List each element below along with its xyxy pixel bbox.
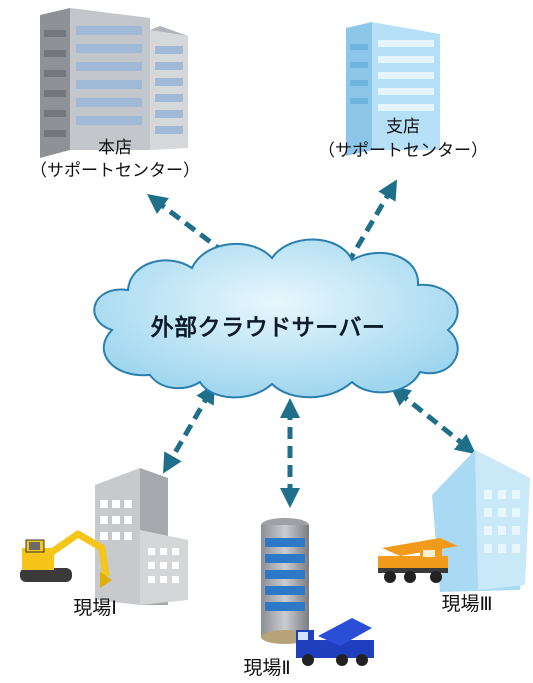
arrow-cloud-site1 [163,383,215,474]
site3-label: 現場Ⅲ [441,593,493,615]
cloud-server-label: 外部クラウドサーバー [150,315,386,341]
headquarters-building-icon [40,8,188,158]
headquarters-subtitle: （サポートセンター） [30,161,200,181]
site1-label: 現場Ⅰ [73,597,117,619]
site2-tower-icon [261,518,309,644]
orange-crane-truck-icon [378,538,458,583]
branch-building-icon [346,22,440,156]
site3-building-icon [432,450,530,592]
site2-label: 現場Ⅱ [243,657,291,679]
headquarters-name: 本店 [98,138,132,158]
cloud-icon [93,238,459,399]
arrow-branch-cloud [339,179,398,277]
branch-subtitle: （サポートセンター） [318,141,488,161]
site1-buildings-icon [95,468,188,605]
arrow-cloud-site3 [390,385,476,455]
excavator-icon [20,530,112,588]
blue-crane-truck-icon [296,618,374,666]
branch-name: 支店 [386,117,420,137]
